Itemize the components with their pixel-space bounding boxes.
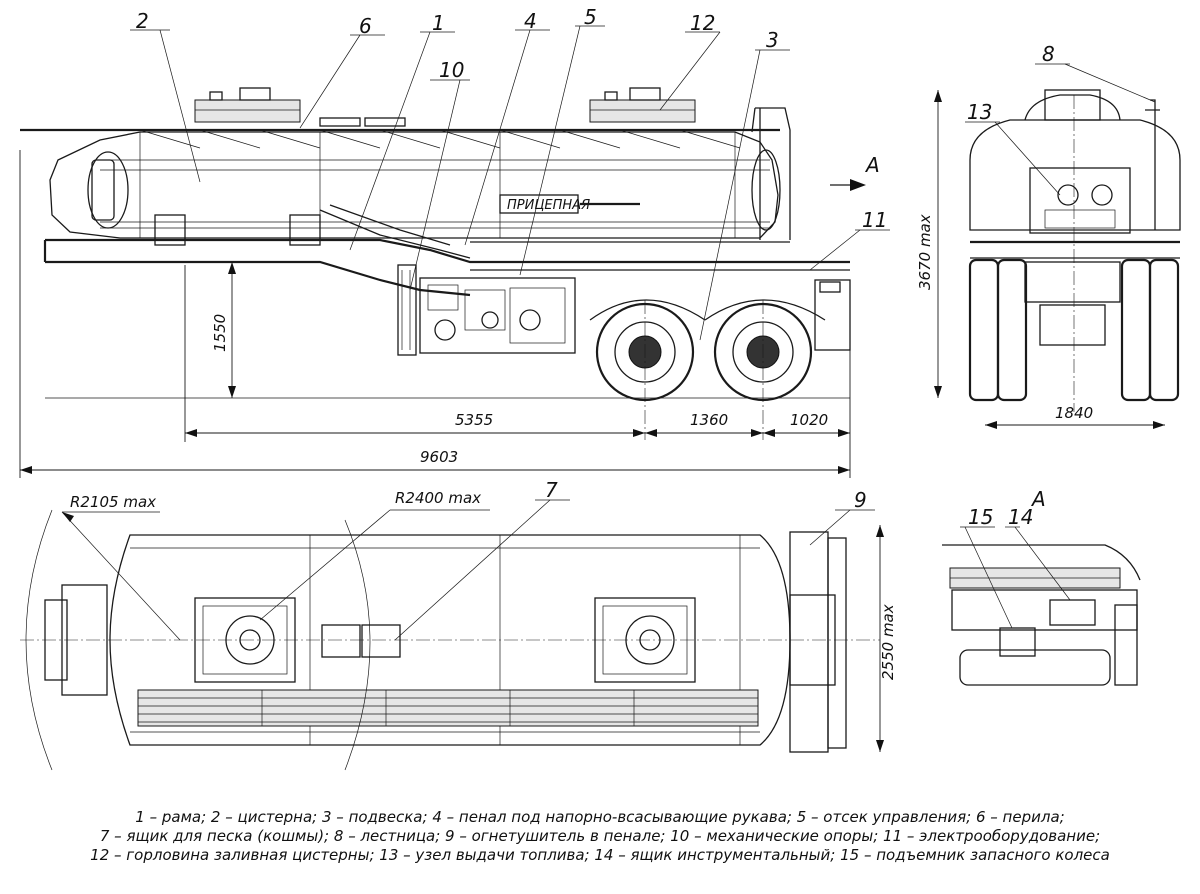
- view-a-title: A: [1030, 487, 1046, 511]
- side-view: ПРИЦЕПНАЯ: [20, 87, 880, 440]
- rear-dimensions: 3670 max 1840: [916, 90, 1165, 429]
- top-view: [20, 509, 880, 771]
- callout-11: 11: [862, 208, 887, 232]
- view-a-detail: A: [942, 487, 1141, 686]
- callout-leaders: [130, 25, 1156, 641]
- fuel-dispensing-unit: [1029, 167, 1131, 234]
- top-dimensions: 2550 max R2105 max R2400 max: [61, 489, 897, 752]
- view-a-arrow: A: [830, 153, 880, 191]
- callout-12: 12: [690, 11, 715, 35]
- filler-dome-front: [194, 87, 301, 123]
- tool-box: [1049, 599, 1096, 626]
- legend-line-2: 7 – ящик для песка (кошмы); 8 – лестница…: [99, 827, 1101, 845]
- callout-1: 1: [432, 11, 445, 35]
- filler-dome-rear: [589, 87, 696, 123]
- dim-overall-height: 3670 max: [916, 214, 934, 290]
- dim-track-width: 1840: [1055, 404, 1093, 422]
- radius-rear: R2400 max: [395, 489, 481, 507]
- dim-rear-overhang: 1020: [790, 411, 828, 429]
- callout-10: 10: [439, 58, 464, 82]
- view-arrow-label: A: [864, 153, 880, 177]
- legend-line-3: 12 – горловина заливная цистерны; 13 – у…: [90, 846, 1110, 864]
- callout-3: 3: [766, 28, 779, 52]
- callout-8: 8: [1042, 42, 1055, 66]
- tank-top-outline: [109, 534, 791, 746]
- callout-9: 9: [854, 488, 867, 512]
- callout-15: 15: [968, 505, 993, 529]
- tank-badge-text: ПРИЦЕПНАЯ: [507, 198, 590, 213]
- spare-wheel-lift: [999, 627, 1036, 657]
- callout-14: 14: [1008, 505, 1033, 529]
- dim-overall-width: 2550 max: [879, 604, 897, 680]
- landing-gear: [397, 264, 417, 356]
- dim-kingpin-axle: 5355: [455, 411, 493, 429]
- callout-5: 5: [584, 5, 597, 29]
- dim-axle-spacing: 1360: [690, 411, 728, 429]
- dim-kingpin-height: 1550: [211, 314, 229, 352]
- side-dimensions: 9603 5355 1360 1020 1550: [19, 150, 851, 478]
- chassis-frame: [43, 238, 850, 297]
- sand-box-1: [321, 624, 361, 658]
- dim-overall-length: 9603: [420, 448, 458, 466]
- callout-2: 2: [136, 9, 149, 33]
- legend: 1 – рама; 2 – цистерна; 3 – подвеска; 4 …: [0, 808, 1200, 865]
- legend-line-1: 1 – рама; 2 – цистерна; 3 – подвеска; 4 …: [135, 808, 1065, 826]
- walkway-grating: [137, 689, 759, 727]
- callout-13: 13: [967, 100, 992, 124]
- tank-body: [49, 131, 779, 239]
- callout-7: 7: [545, 478, 558, 502]
- radius-front: R2105 max: [70, 493, 156, 511]
- callout-6: 6: [359, 14, 372, 38]
- control-compartment: [419, 277, 576, 354]
- rear-view: [968, 89, 1181, 412]
- callout-numbers: 2 6 1 10 4 5 12 3 11 8 13 7 9 15 14: [136, 5, 1055, 529]
- sand-box-2: [361, 624, 401, 658]
- callout-4: 4: [524, 9, 537, 33]
